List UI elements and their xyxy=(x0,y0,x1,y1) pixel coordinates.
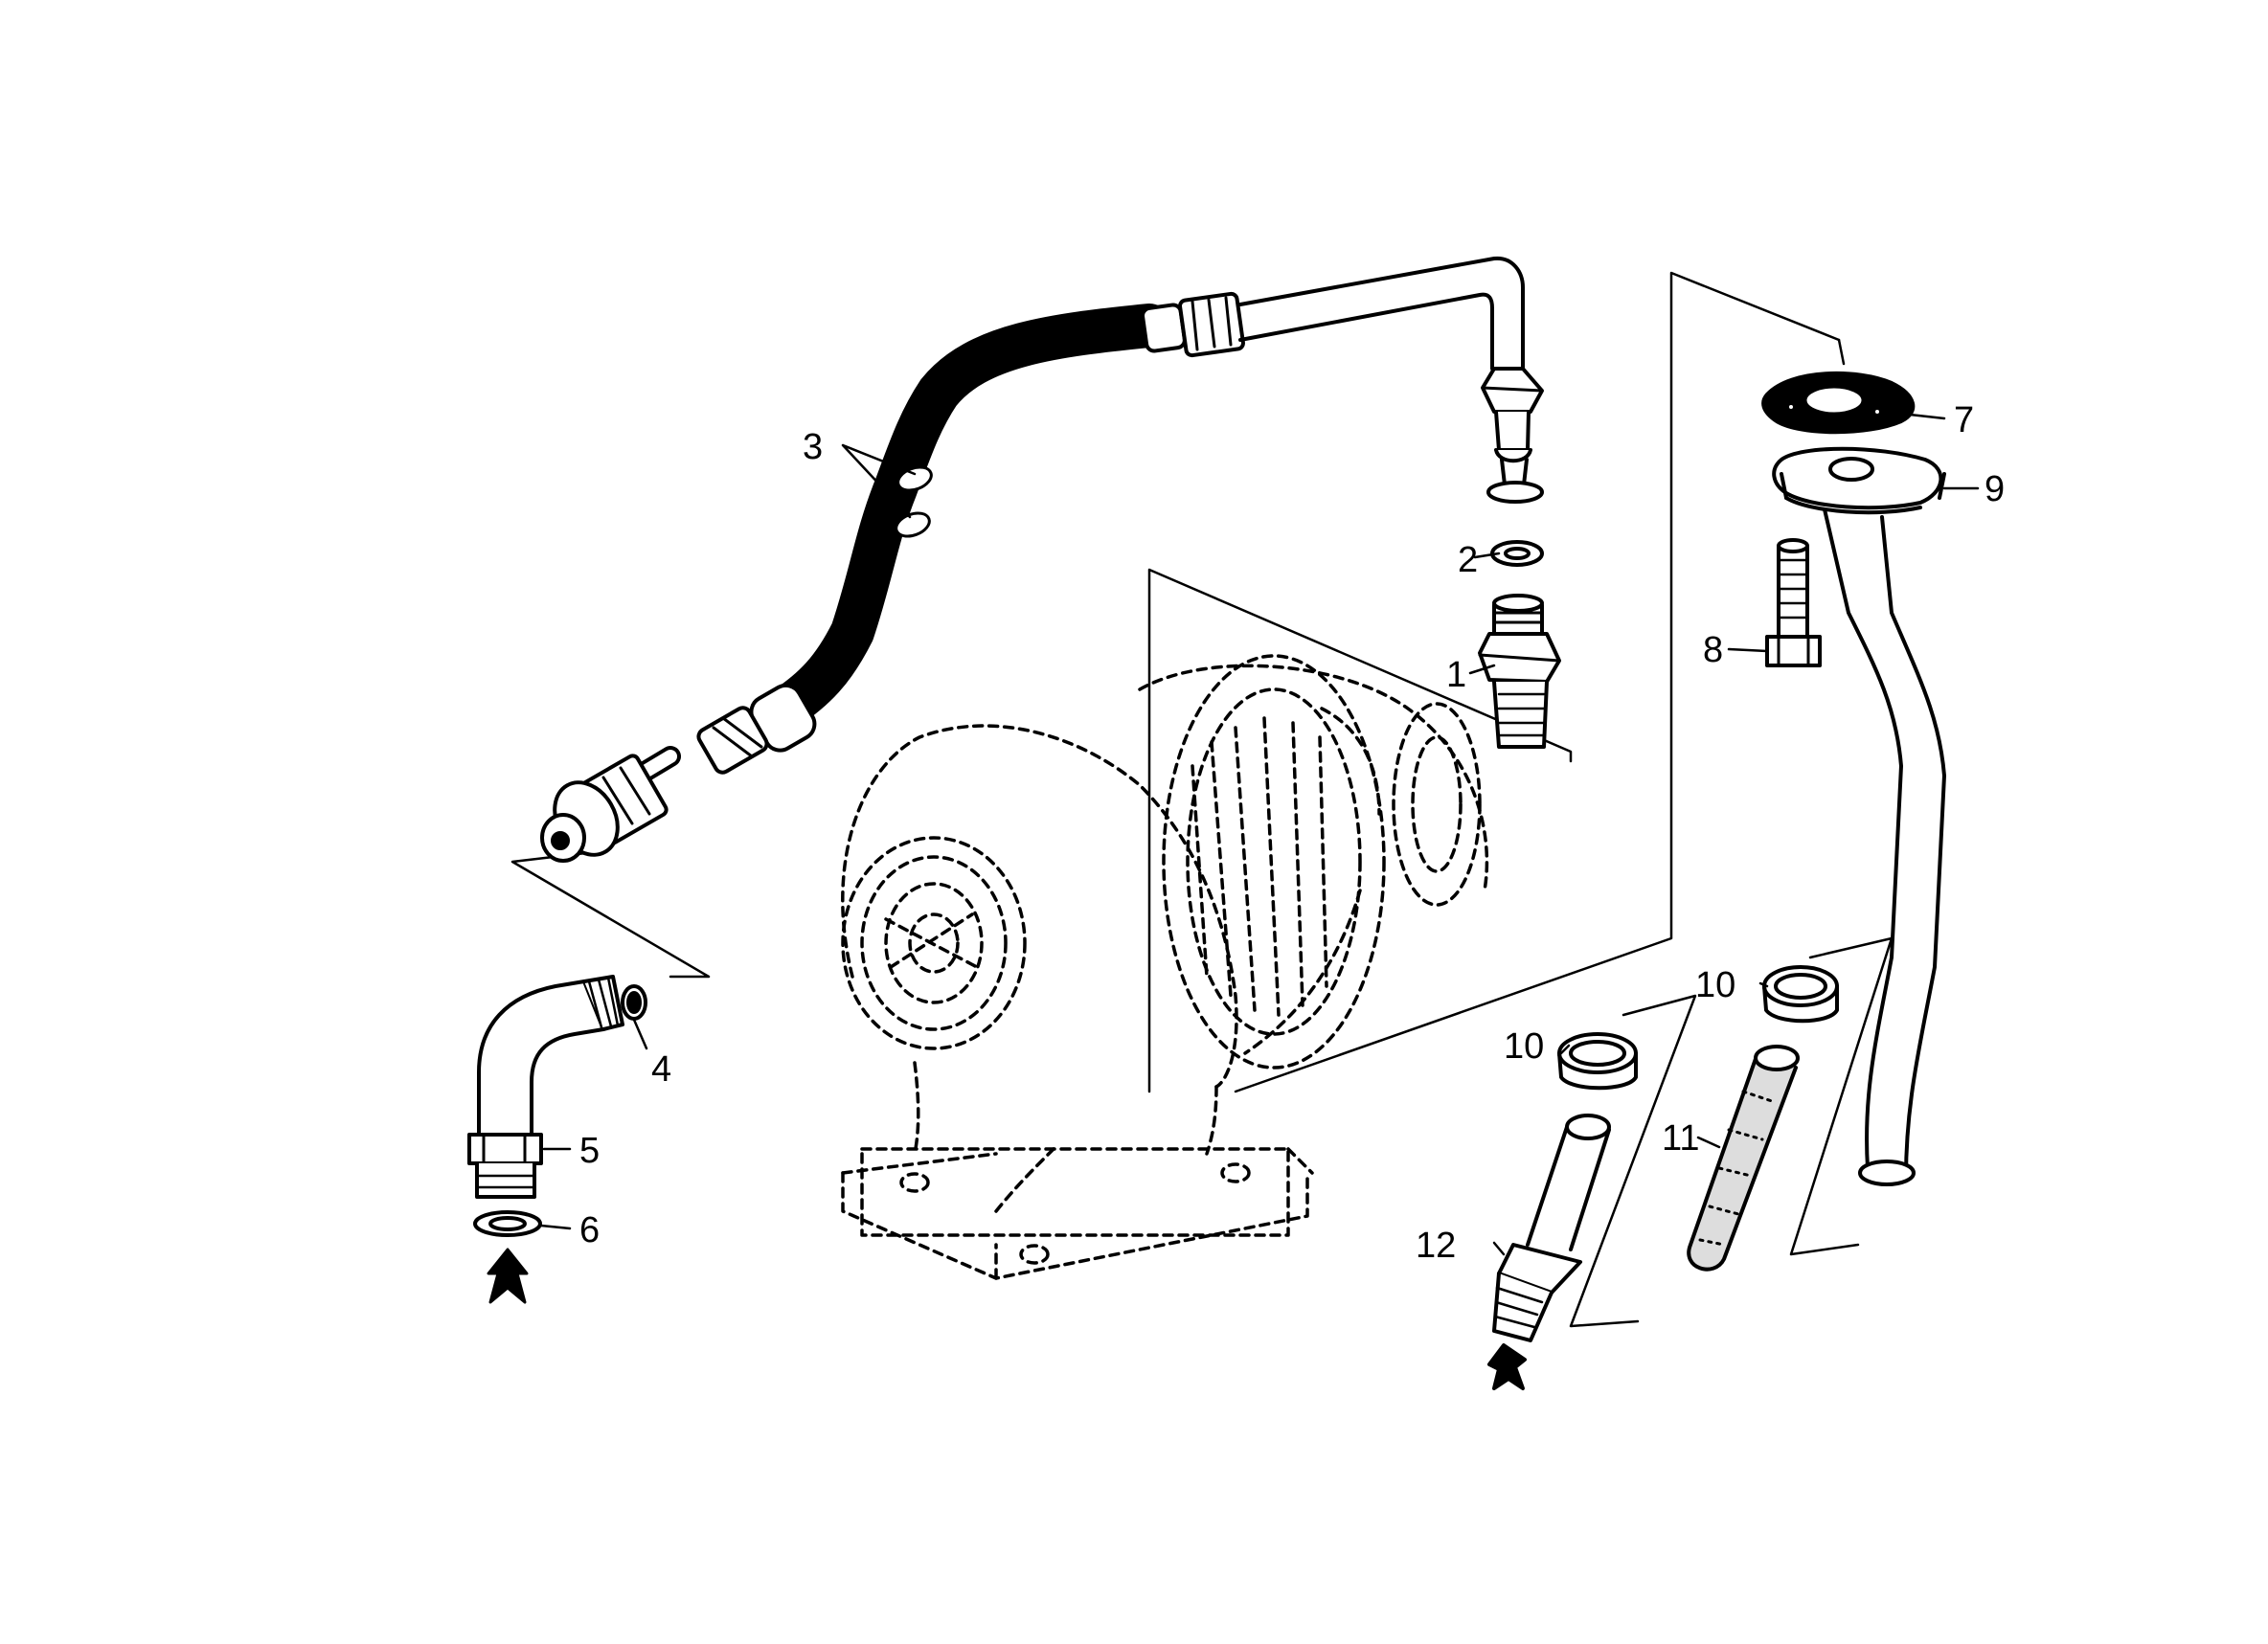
hose-clamp-10b xyxy=(1762,965,1839,1024)
callout-7: 7 xyxy=(1954,400,1975,440)
callout-11: 11 xyxy=(1662,1118,1700,1159)
oil-feed-hose xyxy=(540,256,1544,863)
sealing-washer-2 xyxy=(1486,481,1544,567)
hose-11 xyxy=(1687,1045,1800,1272)
washer-6 xyxy=(473,1210,542,1237)
callout-12: 12 xyxy=(1416,1226,1457,1266)
pipe-stub-12 xyxy=(1492,1114,1611,1342)
callout-6: 6 xyxy=(579,1210,601,1250)
gasket-7 xyxy=(1761,371,1916,435)
callout-3: 3 xyxy=(803,427,824,467)
callout-10-left: 10 xyxy=(1504,1026,1545,1067)
callout-2: 2 xyxy=(1458,540,1479,580)
callout-leaders xyxy=(539,412,1980,1256)
assembly-guide-lines xyxy=(510,271,1894,1328)
callout-10-right: 10 xyxy=(1695,965,1736,1005)
callout-9: 9 xyxy=(1984,469,2006,509)
bolt-8 xyxy=(1765,538,1822,667)
direction-arrow-icon-lower xyxy=(1487,1343,1527,1390)
turbocharger-outline xyxy=(841,654,1489,1280)
callout-5: 5 xyxy=(579,1131,601,1171)
callout-8: 8 xyxy=(1703,630,1724,670)
callout-1: 1 xyxy=(1446,655,1467,695)
elbow-fitting-5 xyxy=(467,975,624,1199)
adapter-fitting-1 xyxy=(1478,594,1561,749)
callout-4: 4 xyxy=(651,1049,672,1090)
direction-arrow-icon xyxy=(487,1248,529,1304)
washer-4 xyxy=(621,984,647,1021)
drain-pipe-flange-9 xyxy=(1772,446,1946,1186)
hose-clamp-10a xyxy=(1557,1032,1638,1091)
